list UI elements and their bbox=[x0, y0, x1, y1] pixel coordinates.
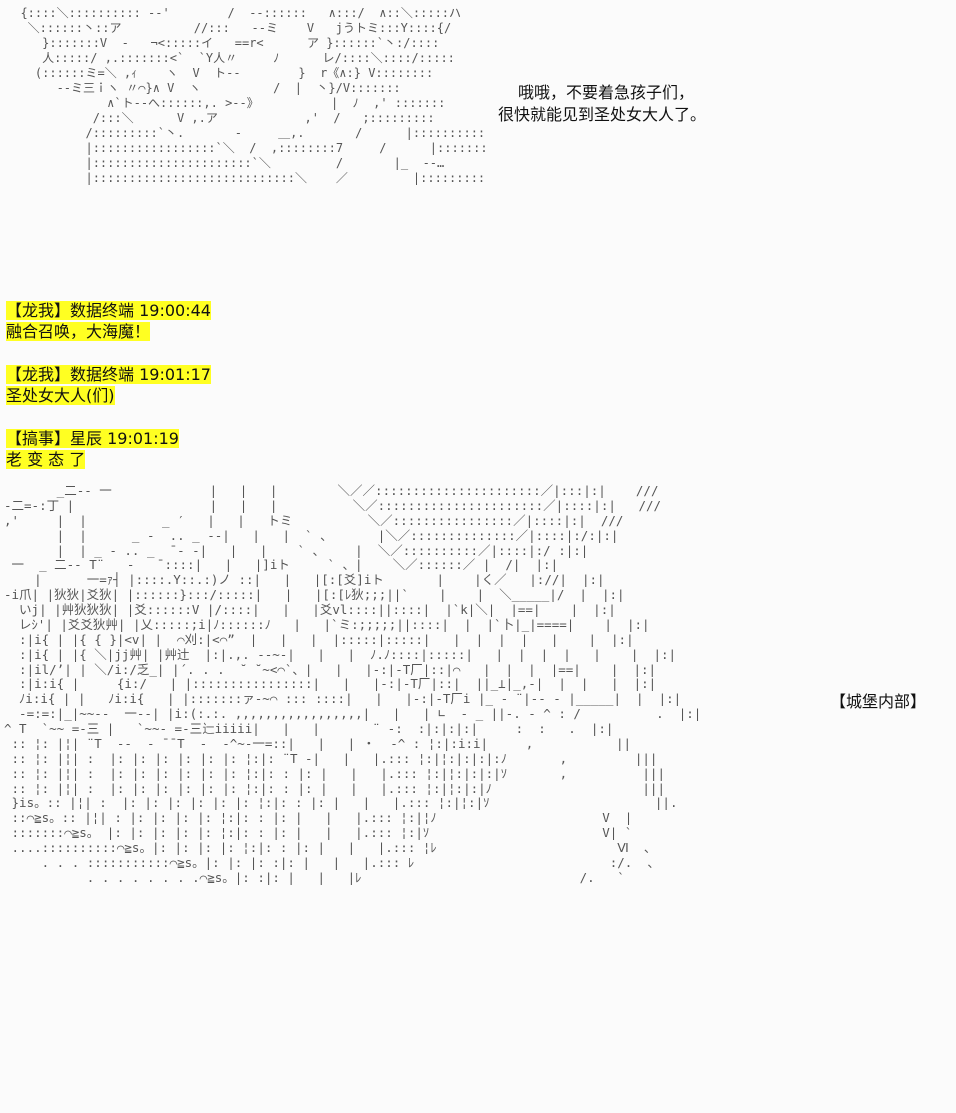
message-text: 圣处女大人(们) bbox=[6, 386, 115, 405]
ascii-art-castle-interior: _二‐‐ 一 | | | ＼／／::::::::::::::::::::::／|… bbox=[4, 484, 702, 885]
message-time: 19:01:17 bbox=[139, 365, 211, 384]
message-text: 老 变 态 了 bbox=[6, 450, 86, 469]
speech-bubble: 哦哦，不要着急孩子们， 很快就能见到圣处女大人了。 bbox=[498, 82, 706, 126]
message-sender: 星辰 bbox=[70, 429, 103, 448]
message-tag: 【龙我】 bbox=[6, 301, 71, 320]
ascii-art-character: {::::＼:::::::::: -‐' / -‐:::::: ∧:::/ ∧:… bbox=[20, 6, 486, 185]
message-header: 【龙我】数据终端 19:00:44 bbox=[6, 301, 211, 320]
chat-message: 【龙我】数据终端 19:00:44 融合召唤，大海魔！ bbox=[6, 300, 211, 342]
message-sender: 数据终端 bbox=[70, 301, 135, 320]
chat-message: 【龙我】数据终端 19:01:17 圣处女大人(们) bbox=[6, 364, 211, 406]
message-time: 19:01:19 bbox=[107, 429, 179, 448]
speech-line-1: 哦哦，不要着急孩子们， bbox=[518, 83, 695, 102]
message-tag: 【搞事】 bbox=[6, 429, 71, 448]
message-text: 融合召唤，大海魔！ bbox=[6, 322, 151, 341]
message-time: 19:00:44 bbox=[139, 301, 211, 320]
speech-line-2: 很快就能见到圣处女大人了。 bbox=[498, 105, 707, 124]
message-sender: 数据终端 bbox=[70, 365, 135, 384]
message-header: 【搞事】星辰 19:01:19 bbox=[6, 429, 179, 448]
scene-caption: 【城堡内部】 bbox=[830, 692, 927, 711]
message-tag: 【龙我】 bbox=[6, 365, 71, 384]
chat-message: 【搞事】星辰 19:01:19 老 变 态 了 bbox=[6, 428, 179, 470]
message-header: 【龙我】数据终端 19:01:17 bbox=[6, 365, 211, 384]
